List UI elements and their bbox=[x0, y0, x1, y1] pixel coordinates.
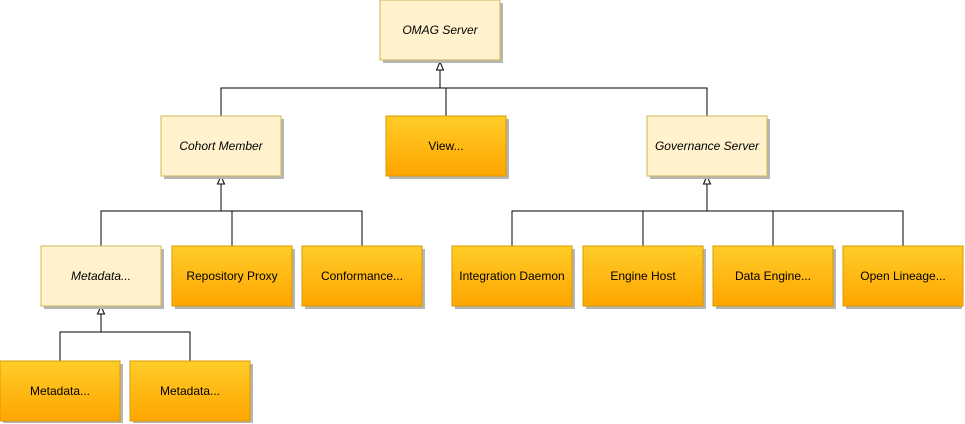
edge-metadata-2-to-metadata bbox=[101, 331, 191, 361]
node-governance-server[interactable]: Governance Server bbox=[646, 115, 770, 179]
node-open-lineage[interactable]: Open Lineage... bbox=[842, 245, 964, 309]
node-integration-daemon-label: Integration Daemon bbox=[459, 269, 564, 283]
edge-open-lineage-to-governance-server bbox=[707, 210, 904, 246]
edge-data-engine-to-governance-server bbox=[707, 210, 774, 246]
node-metadata-1[interactable]: Metadata... bbox=[0, 360, 123, 423]
connectors bbox=[59, 70, 904, 361]
node-repository-proxy-label: Repository Proxy bbox=[186, 269, 277, 283]
edge-cohort-member-to-omag-server bbox=[220, 70, 441, 116]
node-engine-host-label: Engine Host bbox=[610, 269, 676, 283]
edge-view-to-omag-server bbox=[440, 87, 447, 116]
edge-integration-daemon-to-governance-server bbox=[511, 184, 708, 246]
node-omag-server[interactable]: OMAG Server bbox=[379, 0, 503, 63]
node-data-engine[interactable]: Data Engine... bbox=[712, 245, 836, 309]
edge-governance-server-to-omag-server bbox=[440, 87, 708, 116]
node-cohort-member-label: Cohort Member bbox=[179, 139, 263, 153]
edge-metadata-1-to-metadata bbox=[59, 314, 102, 361]
node-cohort-member[interactable]: Cohort Member bbox=[160, 115, 284, 179]
node-data-engine-label: Data Engine... bbox=[735, 269, 811, 283]
arrowhead-metadata-icon bbox=[96, 304, 106, 315]
node-omag-server-label: OMAG Server bbox=[402, 23, 478, 37]
node-engine-host[interactable]: Engine Host bbox=[582, 245, 706, 309]
inheritance-arrowheads bbox=[96, 60, 712, 315]
edge-repository-proxy-to-cohort-member bbox=[221, 210, 233, 246]
node-view[interactable]: View... bbox=[385, 115, 509, 179]
node-conformance-label: Conformance... bbox=[321, 269, 403, 283]
node-repository-proxy[interactable]: Repository Proxy bbox=[171, 245, 295, 309]
node-metadata-abstract[interactable]: Metadata... bbox=[40, 245, 164, 309]
node-governance-server-label: Governance Server bbox=[655, 139, 760, 153]
node-integration-daemon[interactable]: Integration Daemon bbox=[451, 245, 575, 309]
arrowhead-cohort-member-icon bbox=[216, 174, 226, 185]
edge-metadata-to-cohort-member bbox=[100, 184, 222, 246]
node-conformance[interactable]: Conformance... bbox=[301, 245, 425, 309]
arrowhead-governance-server-icon bbox=[702, 174, 712, 185]
node-metadata-2-label: Metadata... bbox=[160, 384, 220, 398]
node-metadata-2[interactable]: Metadata... bbox=[129, 360, 253, 423]
edge-conformance-to-cohort-member bbox=[221, 210, 363, 246]
node-metadata-abstract-label: Metadata... bbox=[71, 269, 131, 283]
edge-engine-host-to-governance-server bbox=[642, 210, 707, 246]
node-view-label: View... bbox=[428, 139, 463, 153]
node-open-lineage-label: Open Lineage... bbox=[860, 269, 945, 283]
arrowhead-omag-server-icon bbox=[435, 60, 445, 71]
node-metadata-1-label: Metadata... bbox=[30, 384, 90, 398]
